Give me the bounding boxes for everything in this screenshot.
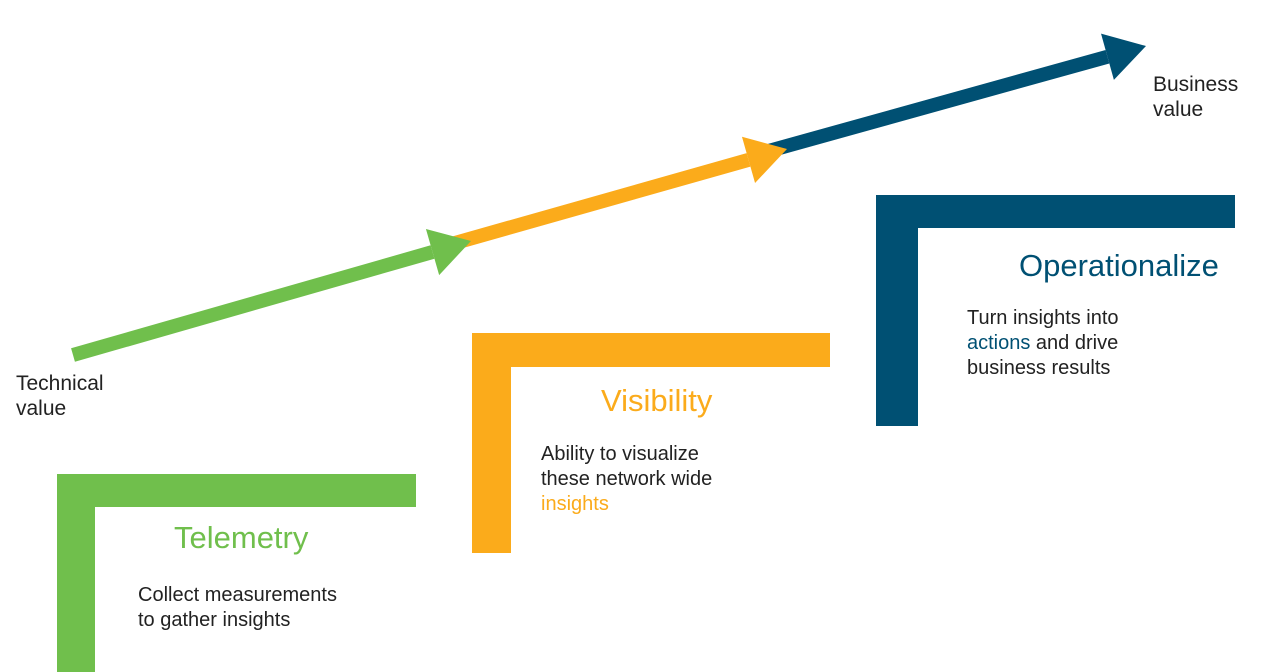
operationalize-title: Operationalize [1019, 248, 1219, 283]
operationalize-arrow-shaft [763, 49, 1110, 159]
visibility-arrow-head [741, 136, 787, 183]
operationalize-arrow-segment [763, 33, 1146, 159]
telemetry-arrow-segment [71, 228, 471, 362]
operationalize-desc-line3: business results [967, 357, 1111, 379]
operationalize-description: Turn insights into actions and drive bus… [967, 306, 1119, 381]
telemetry-arrow-shaft [71, 245, 435, 362]
visibility-step-side-bar [472, 333, 511, 553]
telemetry-title: Telemetry [174, 520, 309, 555]
operationalize-desc-line2: actions and drive [967, 331, 1119, 356]
telemetry-arrow-head [425, 228, 471, 276]
operationalize-step-side-bar [876, 195, 918, 426]
telemetry-step-side-bar [57, 474, 95, 672]
telemetry-step-top-bar [57, 474, 416, 507]
operationalize-arrow-head [1101, 33, 1146, 80]
technical-value-line2: value [16, 397, 67, 420]
telemetry-description: Collect measurements to gather insights [138, 583, 337, 633]
technical-value-label: Technical value [16, 371, 104, 421]
visibility-desc-line2: these network wide [541, 468, 713, 490]
business-value-label: Business value [1153, 72, 1238, 122]
operationalize-step-top-bar [876, 195, 1235, 228]
operationalize-desc-line1: Turn insights into [967, 307, 1119, 329]
business-value-line2: value [1153, 98, 1204, 121]
visibility-desc-highlight: insights [541, 493, 609, 515]
visibility-description: Ability to visualize these network wide … [541, 442, 712, 517]
technical-value-line1: Technical [16, 372, 104, 395]
operationalize-desc-highlight: actions [967, 332, 1031, 354]
visibility-arrow-shaft [453, 153, 751, 250]
visibility-step-top-bar [472, 333, 830, 367]
visibility-title: Visibility [601, 383, 713, 418]
business-value-line1: Business [1153, 73, 1239, 96]
visibility-desc-line1: Ability to visualize [541, 443, 699, 465]
telemetry-desc-line2: to gather insights [138, 609, 291, 631]
operationalize-desc-line2-rest: and drive [1030, 332, 1119, 354]
telemetry-desc-line1: Collect measurements [138, 584, 337, 606]
visibility-arrow-segment [453, 136, 787, 250]
